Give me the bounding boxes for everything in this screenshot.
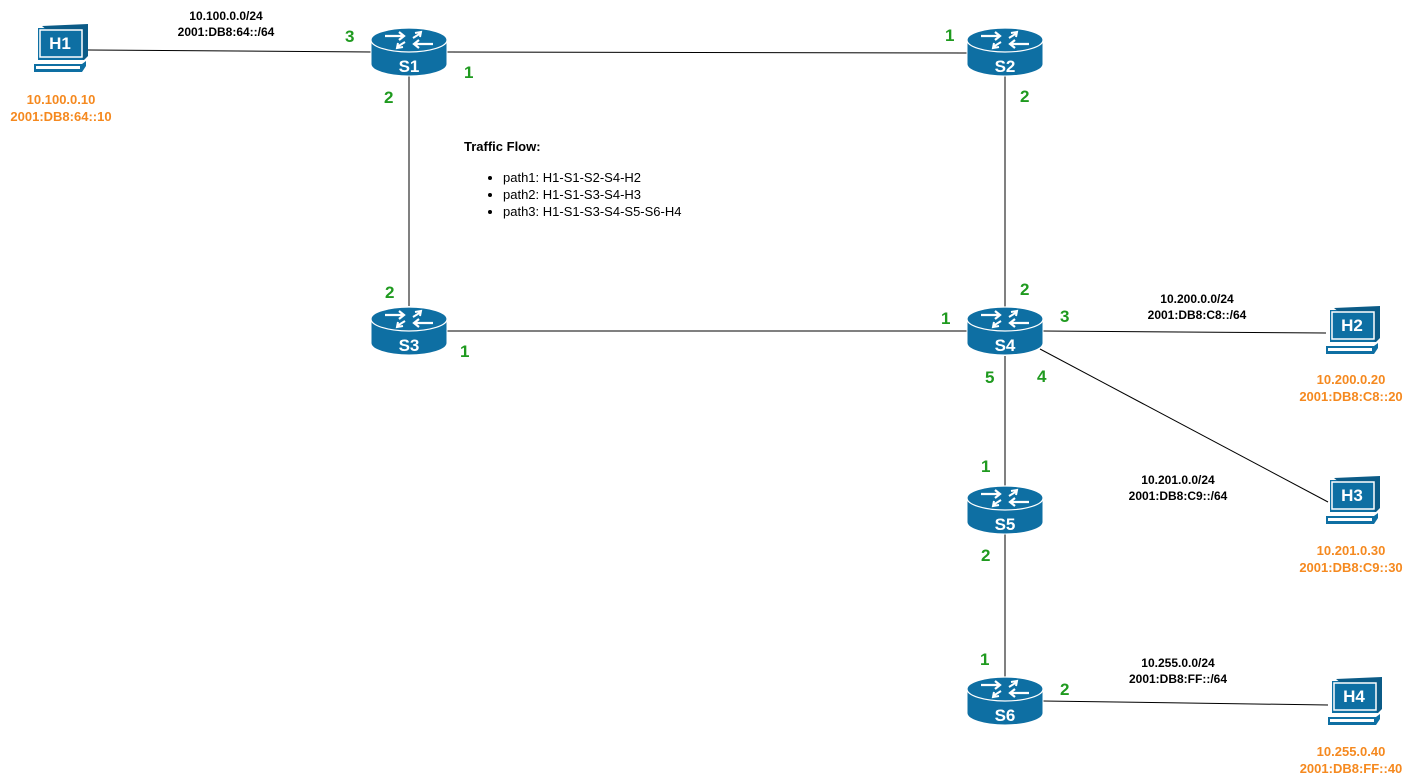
host-label: H3: [1341, 486, 1363, 505]
host-ipv4: 10.255.0.40: [1316, 744, 1386, 759]
router-s6[interactable]: S6: [965, 675, 1045, 727]
host-h3[interactable]: H3: [1326, 476, 1380, 528]
host-h4[interactable]: H4: [1328, 677, 1382, 729]
port-s3-2: 2: [385, 283, 395, 302]
router-icon: [966, 676, 1044, 726]
link-s1-s2: [446, 51, 968, 54]
port-s4-1: 1: [941, 309, 951, 328]
router-label: S6: [994, 706, 1016, 725]
router-s2[interactable]: S2: [965, 26, 1045, 78]
host-ipv4: 10.200.0.20: [1316, 372, 1386, 387]
port-s1-3: 3: [345, 27, 355, 46]
host-address-h3: 10.201.0.30 2001:DB8:C9::30: [1276, 542, 1412, 576]
network-label-h1-s1: 10.100.0.0/24 2001:DB8:64::/64: [146, 8, 306, 40]
traffic-flow-note: Traffic Flow: path1: H1-S1-S2-S4-H2 path…: [464, 139, 764, 220]
port-s4-2: 2: [1020, 280, 1030, 299]
network-ipv6: 2001:DB8:C8::/64: [1147, 308, 1247, 322]
router-icon: [370, 306, 448, 356]
port-s3-1: 1: [460, 342, 470, 361]
router-icon: [370, 27, 448, 77]
network-ipv6: 2001:DB8:C9::/64: [1128, 489, 1228, 503]
host-h1[interactable]: H1: [34, 24, 88, 76]
port-s5-2: 2: [981, 546, 991, 565]
host-ipv6: 2001:DB8:64::10: [10, 109, 112, 124]
computer-icon: [34, 24, 88, 72]
port-s6-1: 1: [980, 650, 990, 669]
port-s2-1: 1: [945, 26, 955, 45]
network-label-s4-h3: 10.201.0.0/24 2001:DB8:C9::/64: [1098, 472, 1258, 504]
network-ipv4: 10.200.0.0/24: [1160, 292, 1234, 306]
computer-icon: [1326, 476, 1380, 524]
router-label: S1: [398, 57, 420, 76]
network-ipv4: 10.201.0.0/24: [1141, 473, 1215, 487]
host-h2[interactable]: H2: [1326, 306, 1380, 358]
link-h1-s1: [87, 49, 373, 53]
host-ipv6: 2001:DB8:FF::40: [1299, 761, 1403, 776]
router-label: S2: [994, 57, 1016, 76]
port-s2-2: 2: [1020, 87, 1030, 106]
link-s4-h2: [1042, 330, 1327, 334]
router-icon: [966, 306, 1044, 356]
port-s4-4: 4: [1037, 367, 1047, 386]
network-label-s6-h4: 10.255.0.0/24 2001:DB8:FF::/64: [1098, 655, 1258, 687]
network-ipv4: 10.255.0.0/24: [1141, 656, 1215, 670]
computer-icon: [1326, 306, 1380, 354]
port-s5-1: 1: [981, 457, 991, 476]
host-address-h1: 10.100.0.10 2001:DB8:64::10: [0, 91, 136, 125]
network-ipv6: 2001:DB8:FF::/64: [1128, 672, 1228, 686]
port-s4-3: 3: [1060, 307, 1070, 326]
host-ipv6: 2001:DB8:C9::30: [1299, 560, 1403, 575]
link-s6-h4: [1042, 700, 1329, 706]
host-ipv4: 10.100.0.10: [26, 92, 96, 107]
network-ipv6: 2001:DB8:64::/64: [177, 25, 275, 39]
traffic-flow-path: path2: H1-S1-S3-S4-H3: [503, 186, 764, 203]
port-s6-2: 2: [1060, 680, 1070, 699]
router-s1[interactable]: S1: [369, 26, 449, 78]
router-icon: [966, 27, 1044, 77]
host-ipv4: 10.201.0.30: [1316, 543, 1386, 558]
traffic-flow-list: path1: H1-S1-S2-S4-H2 path2: H1-S1-S3-S4…: [464, 169, 764, 220]
host-label: H1: [49, 34, 71, 53]
router-label: S4: [994, 336, 1016, 355]
host-address-h4: 10.255.0.40 2001:DB8:FF::40: [1276, 743, 1412, 777]
host-label: H2: [1341, 316, 1363, 335]
link-s4-h3: [1039, 348, 1329, 503]
host-ipv6: 2001:DB8:C8::20: [1299, 389, 1403, 404]
computer-icon: [1328, 677, 1382, 725]
traffic-flow-path: path3: H1-S1-S3-S4-S5-S6-H4: [503, 203, 764, 220]
traffic-flow-path: path1: H1-S1-S2-S4-H2: [503, 169, 764, 186]
router-label: S3: [398, 336, 420, 355]
host-address-h2: 10.200.0.20 2001:DB8:C8::20: [1276, 371, 1412, 405]
router-icon: [966, 485, 1044, 535]
traffic-flow-title: Traffic Flow:: [464, 139, 541, 154]
network-ipv4: 10.100.0.0/24: [189, 9, 263, 23]
port-s1-1: 1: [464, 63, 474, 82]
router-s4[interactable]: S4: [965, 305, 1045, 357]
router-label: S5: [994, 515, 1016, 534]
router-s3[interactable]: S3: [369, 305, 449, 357]
port-s1-2: 2: [384, 88, 394, 107]
network-label-s4-h2: 10.200.0.0/24 2001:DB8:C8::/64: [1117, 291, 1277, 323]
port-s4-5: 5: [985, 368, 995, 387]
host-label: H4: [1343, 687, 1365, 706]
router-s5[interactable]: S5: [965, 484, 1045, 536]
